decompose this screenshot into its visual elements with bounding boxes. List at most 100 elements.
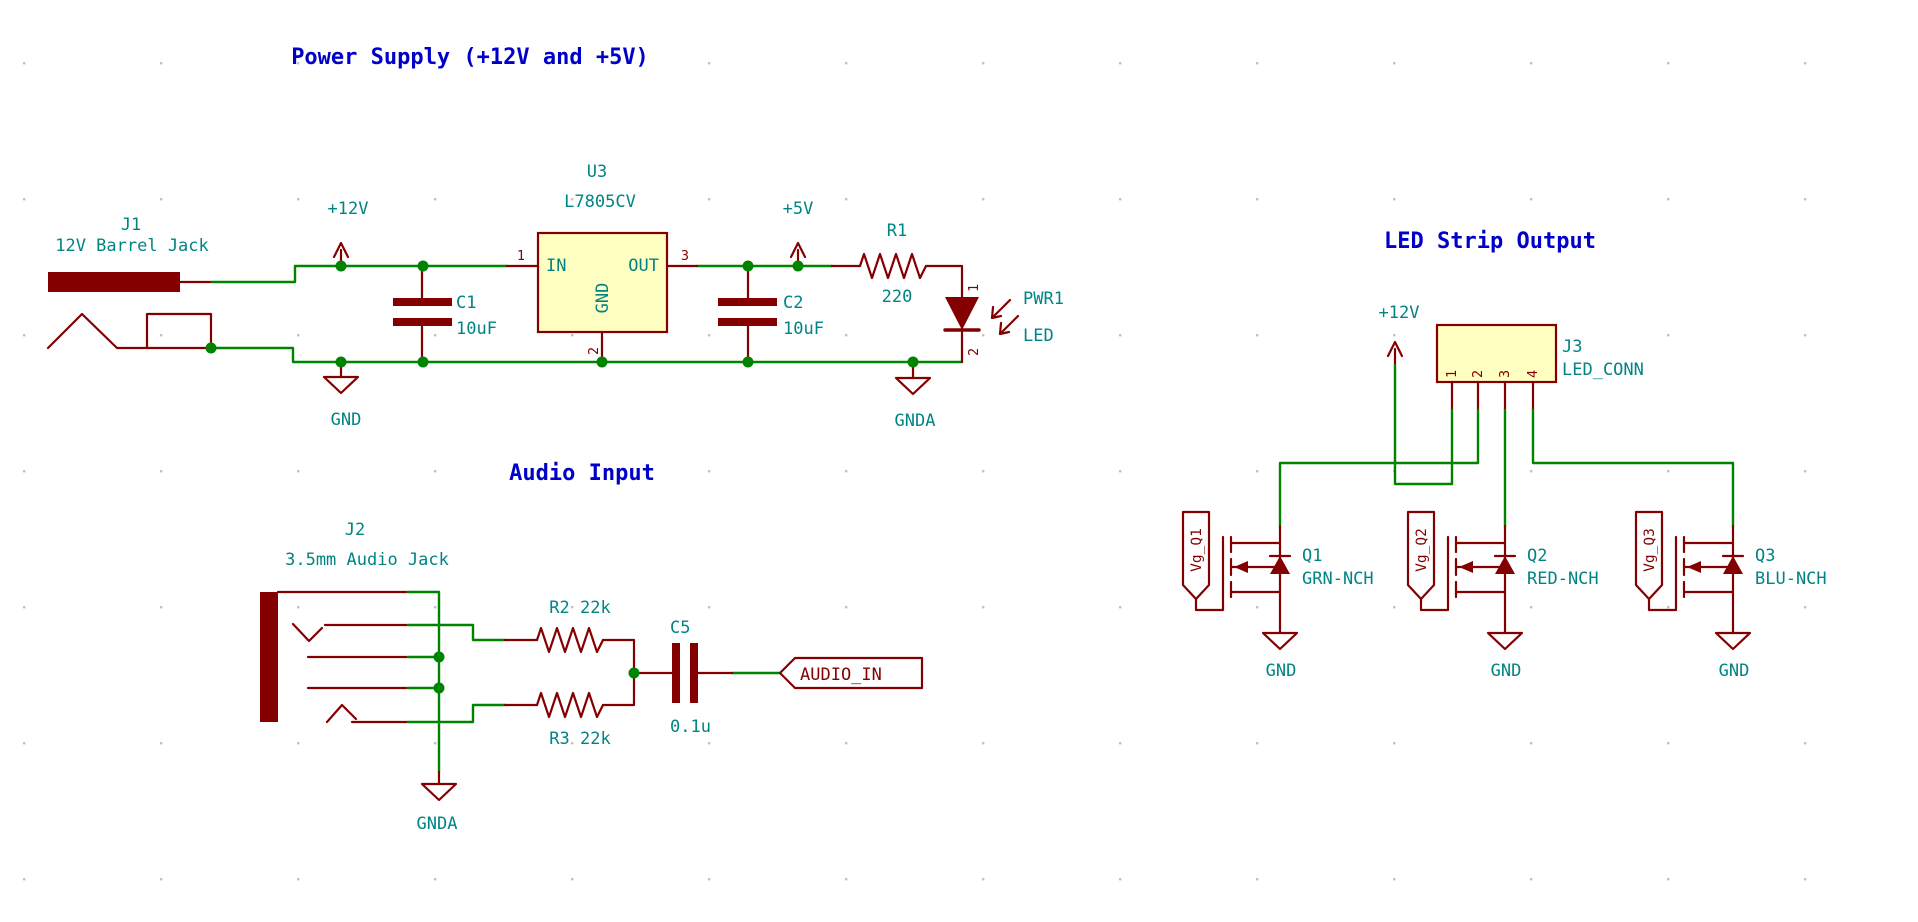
global-label-outline <box>778 656 924 690</box>
audio-jack-j2-symbol: J2 3.5mm Audio Jack <box>260 520 449 724</box>
c1-value: 10uF <box>456 319 497 339</box>
pwr1-pin-number-2: 2 <box>966 348 982 356</box>
c2-reference: C2 <box>783 293 803 313</box>
audio-input-section: Audio Input J2 3.5mm Audio Jack R2 22k <box>260 461 924 834</box>
j3-pin-number-1: 1 <box>1444 370 1460 378</box>
u3-pin-name-out: OUT <box>628 256 659 276</box>
c5-value: 0.1u <box>670 717 711 737</box>
j1-inner-contact <box>145 312 213 350</box>
j3-pin-stubs <box>1450 380 1535 412</box>
net-label-12v: +12V <box>1379 303 1420 323</box>
net-label-gnd: GND <box>331 410 362 430</box>
c1-reference: C1 <box>456 293 476 313</box>
j3-body <box>1435 323 1558 384</box>
q2-value: RED-NCH <box>1527 569 1599 589</box>
audio-section-title: Audio Input <box>509 461 655 486</box>
j3-pin-number-4: 4 <box>1525 370 1541 378</box>
wire <box>1531 408 1735 528</box>
led-output-section: LED Strip Output +12V 1 2 3 4 J3 LED_CON… <box>1181 229 1827 681</box>
mosfet-q1-symbol: Vg_Q1 Q1 GRN-NCH GND <box>1181 510 1374 681</box>
wire <box>209 346 964 364</box>
capacitor-c5-symbol: C5 0.1u <box>638 618 734 737</box>
q3-reference: Q3 <box>1755 546 1775 566</box>
q3-gate-label: Vg_Q3 <box>1642 528 1658 572</box>
c2-plate-top <box>718 298 777 306</box>
wire <box>406 703 507 724</box>
regulator-u3-symbol: U3 L7805CV IN OUT GND 1 3 2 <box>505 162 699 364</box>
j3-pin-number-3: 3 <box>1497 370 1513 378</box>
q3-value: BLU-NCH <box>1755 569 1827 589</box>
wire <box>406 623 507 642</box>
q2-gate-label: Vg_Q2 <box>1414 528 1430 572</box>
j1-switch-contact <box>46 312 213 350</box>
power-supply-section: Power Supply (+12V and +5V) J1 12V Barre… <box>46 45 1064 431</box>
net-label-gnd: GND <box>1719 661 1750 681</box>
c5-plate-right <box>690 643 698 703</box>
c5-reference: C5 <box>670 618 690 638</box>
j2-body-bar <box>260 592 278 722</box>
net-label-5v: +5V <box>783 199 814 219</box>
power-section-title: Power Supply (+12V and +5V) <box>291 45 649 70</box>
c2-value: 10uF <box>783 319 824 339</box>
u3-body <box>536 231 669 334</box>
q2-reference: Q2 <box>1527 546 1547 566</box>
ground-symbol-gnda-audio: GNDA <box>417 770 458 834</box>
c2-plate-bottom <box>718 318 777 326</box>
capacitor-c2-symbol: C2 10uF <box>718 264 824 364</box>
led-pwr1-symbol: 1 2 PWR1 LED <box>943 284 1064 364</box>
led-section-title: LED Strip Output <box>1384 229 1596 254</box>
c1-plate-top <box>393 298 452 306</box>
net-label-gnda: GNDA <box>417 814 458 834</box>
capacitor-c1-symbol: C1 10uF <box>393 264 497 364</box>
connector-j3-symbol: 1 2 3 4 J3 LED_CONN <box>1435 323 1644 412</box>
u3-pin-number-1: 1 <box>517 248 525 264</box>
c1-plate-bottom <box>393 318 452 326</box>
power-flag-12v: +12V <box>328 199 369 268</box>
wire <box>210 264 509 284</box>
u3-reference: U3 <box>587 162 607 182</box>
j2-tip-contact <box>291 622 410 643</box>
j1-sleeve-bar <box>48 272 180 292</box>
pwr1-value: LED <box>1023 326 1054 346</box>
mosfet-q2-symbol: Vg_Q2 Q2 RED-NCH GND <box>1406 510 1599 681</box>
net-label-gnd: GND <box>1266 661 1297 681</box>
global-label-audio-in: AUDIO_IN <box>778 656 924 690</box>
wire <box>1278 408 1480 528</box>
u3-pin-name-gnd: GND <box>593 283 613 314</box>
u3-pin-number-2: 2 <box>586 347 602 355</box>
power-flag-5v: +5V <box>783 199 814 268</box>
led-emission-arrows-icon <box>990 298 1020 336</box>
u3-pin-name-in: IN <box>546 256 566 276</box>
j2-switch-pins <box>306 655 410 690</box>
r2-label: R2 22k <box>549 598 610 618</box>
barrel-jack-j1-symbol: J1 12V Barrel Jack <box>46 215 214 350</box>
wire-junctions <box>433 651 640 694</box>
mosfet-q3-symbol: Vg_Q3 Q3 BLU-NCH GND <box>1634 510 1827 681</box>
j2-ring-contact <box>325 703 410 724</box>
pwr1-pin-number-1: 1 <box>966 284 982 292</box>
net-label-12v: +12V <box>328 199 369 219</box>
r1-reference: R1 <box>887 221 907 241</box>
j3-pin-number-2: 2 <box>1470 370 1486 378</box>
q1-reference: Q1 <box>1302 546 1322 566</box>
r3-label: R3 22k <box>549 729 610 749</box>
power-flag-12v-led: +12V <box>1379 303 1420 367</box>
r1-value: 220 <box>882 287 913 307</box>
net-label-gnd: GND <box>1491 661 1522 681</box>
wire <box>1393 363 1454 486</box>
u3-pin-number-3: 3 <box>681 248 689 264</box>
wire-junctions <box>205 260 919 368</box>
c5-plate-left <box>672 643 680 703</box>
q1-value: GRN-NCH <box>1302 569 1374 589</box>
net-label-gnda: GNDA <box>895 411 936 431</box>
resistor-r3-symbol: R3 22k <box>503 671 636 749</box>
j1-value: 12V Barrel Jack <box>55 236 209 256</box>
resistor-r2-symbol: R2 22k <box>503 598 636 675</box>
j3-value: LED_CONN <box>1562 360 1644 380</box>
led-triangle <box>945 297 979 330</box>
j3-reference: J3 <box>1562 337 1582 357</box>
u3-value: L7805CV <box>564 192 636 212</box>
